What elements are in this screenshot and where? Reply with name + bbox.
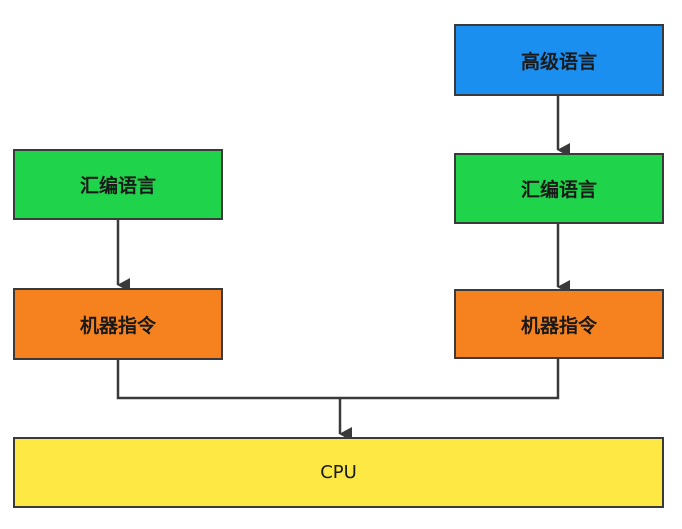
left-machine-instruction-label: 机器指令 (79, 314, 156, 337)
edge-right-machine-to-cpu (340, 359, 560, 400)
edge-left-machine-to-cpu (116, 360, 340, 400)
left-assembly-language-label: 汇编语言 (79, 175, 156, 197)
right-machine-instruction-label: 机器指令 (520, 314, 597, 337)
left-assembly-language-node: 汇编语言 (13, 149, 223, 220)
left-machine-instruction-node: 机器指令 (13, 288, 223, 360)
right-machine-instruction-node: 机器指令 (454, 289, 664, 359)
right-assembly-language-label: 汇编语言 (520, 179, 597, 201)
high-level-language-label: 高级语言 (520, 50, 597, 73)
high-level-language-node: 高级语言 (454, 24, 664, 96)
right-assembly-language-node: 汇编语言 (454, 153, 664, 224)
cpu-node: CPU (13, 437, 664, 508)
cpu-label: CPU (320, 462, 357, 483)
